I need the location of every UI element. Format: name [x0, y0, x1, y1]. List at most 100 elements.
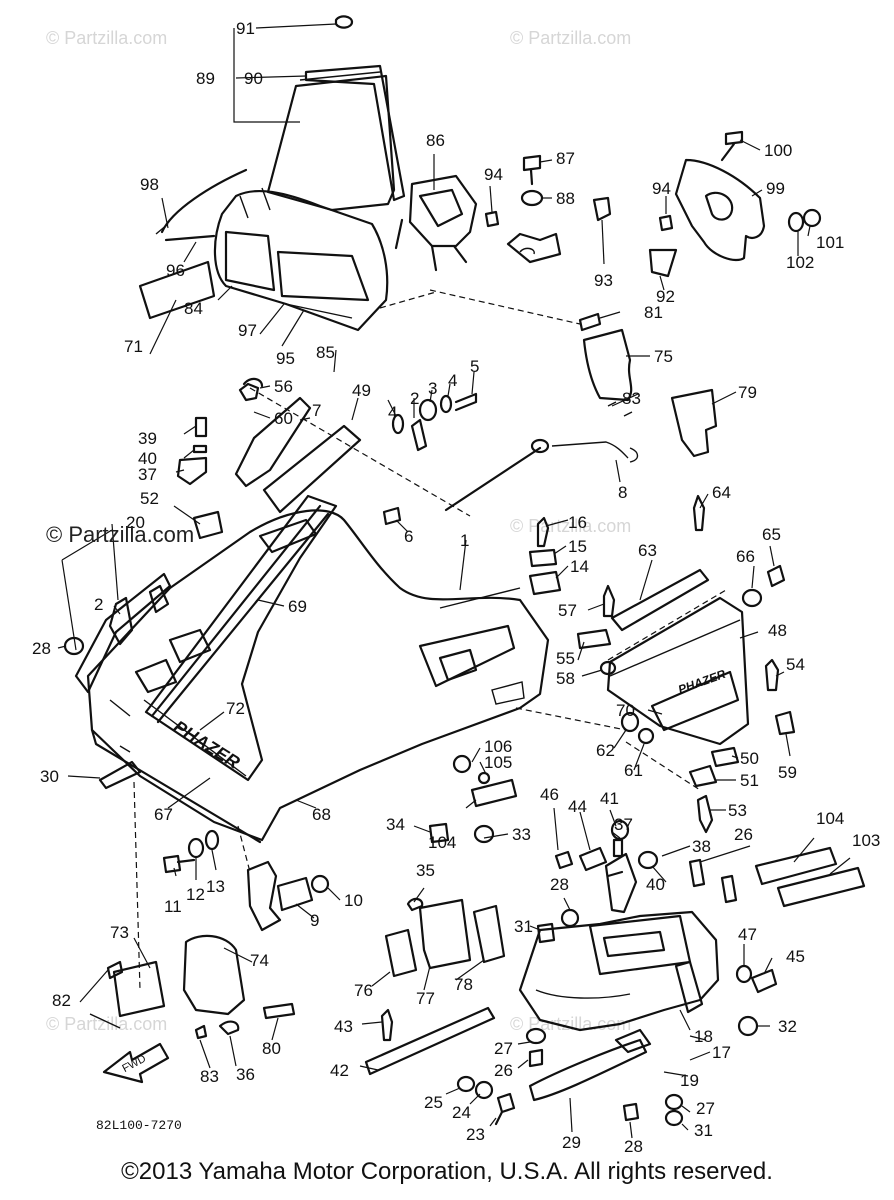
callout: 31: [514, 917, 533, 936]
bracket-9: [162, 829, 330, 932]
trim-96-98: [155, 168, 248, 242]
callout: 96: [166, 261, 185, 280]
callout: 26: [494, 1061, 513, 1080]
callout: 7: [312, 401, 321, 420]
callout: 57: [558, 601, 577, 620]
callout: 24: [452, 1103, 471, 1122]
callout: 35: [416, 861, 435, 880]
copyright-notice: ©2013 Yamaha Motor Corporation, U.S.A. A…: [121, 1158, 773, 1185]
diagram-code: 82L100-7270: [96, 1118, 182, 1133]
callout: 30: [40, 767, 59, 786]
callout: 78: [454, 975, 473, 994]
callout: 47: [738, 925, 757, 944]
callout: 62: [596, 741, 615, 760]
fwd-arrow: FWD: [102, 1042, 170, 1084]
cable-8: [444, 438, 639, 512]
windshield: [266, 15, 406, 212]
plates-103-104: [688, 846, 866, 1037]
callout: 42: [330, 1061, 349, 1080]
callout: 36: [236, 1065, 255, 1084]
callout: 46: [540, 785, 559, 804]
emblem-71: [138, 260, 216, 320]
callout: 6: [404, 527, 413, 546]
callout: 28: [32, 639, 51, 658]
callout: 91: [236, 19, 255, 38]
callout: 72: [226, 699, 245, 718]
callout: 88: [556, 189, 575, 208]
callout: 99: [766, 179, 785, 198]
callout: 27: [494, 1039, 513, 1058]
watermark: © Partzilla.com: [46, 28, 167, 48]
callout: 59: [778, 763, 797, 782]
side-trim-20: [61, 529, 172, 694]
callout: 2: [94, 595, 103, 614]
callout: 38: [692, 837, 711, 856]
callout: 101: [816, 233, 844, 252]
callout: 25: [424, 1093, 443, 1112]
callout: 52: [140, 489, 159, 508]
callout: 105: [484, 753, 512, 772]
side-logo: PHAZER: [676, 667, 727, 697]
callout: 60: [274, 409, 293, 428]
panels-76-78: [384, 897, 506, 978]
callout: 54: [786, 655, 805, 674]
callout-labels: 91 90 89 86 87 94 88 100 99 94 101 102 9…: [32, 19, 880, 1156]
callout: 81: [644, 303, 663, 322]
callout: 70: [616, 701, 635, 720]
bracket-37-46: [554, 819, 659, 914]
callout: 39: [138, 429, 157, 448]
callout: 14: [570, 557, 589, 576]
callout: 102: [786, 253, 814, 272]
callout: 17: [712, 1043, 731, 1062]
callout: 94: [484, 165, 503, 184]
callout: 2: [410, 389, 419, 408]
callout: 50: [740, 749, 759, 768]
callout: 92: [656, 287, 675, 306]
callout: 87: [556, 149, 575, 168]
main-hood: [86, 494, 550, 844]
callout: 66: [736, 547, 755, 566]
hinge-parts: [176, 377, 362, 540]
callout: 37: [138, 465, 157, 484]
callout: 98: [140, 175, 159, 194]
callout: 90: [244, 69, 263, 88]
callout: 28: [550, 875, 569, 894]
callout: 69: [288, 597, 307, 616]
callout: 95: [276, 349, 295, 368]
callout: 94: [652, 179, 671, 198]
callout: 10: [344, 891, 363, 910]
callout: 77: [416, 989, 435, 1008]
leader-lines: [57, 23, 851, 1139]
callout: 75: [654, 347, 673, 366]
overlay-watermark: © Partzilla.com: [46, 522, 195, 547]
callout: 29: [562, 1133, 581, 1152]
callout: 53: [728, 801, 747, 820]
bracket-86: [394, 174, 478, 272]
callout: 104: [428, 833, 456, 852]
panels-75-79-81: [578, 312, 718, 458]
clip-93: [484, 196, 674, 232]
callout: 82: [52, 991, 71, 1010]
callout: 103: [852, 831, 880, 850]
callout: 68: [312, 805, 331, 824]
callout: 56: [274, 377, 293, 396]
headlight-cowl: [213, 187, 389, 332]
strip-29: [364, 1006, 648, 1102]
callout: 106: [484, 737, 512, 756]
callout: 33: [512, 825, 531, 844]
callout: 16: [568, 513, 587, 532]
callout: 1: [460, 531, 469, 550]
bracket-99: [648, 130, 822, 278]
callout: 44: [568, 797, 587, 816]
callout: 40: [138, 449, 157, 468]
callout: 5: [470, 357, 479, 376]
callout: 71: [124, 337, 143, 356]
fasteners-14-16: [528, 516, 562, 596]
callout: 73: [110, 923, 129, 942]
callout: 13: [206, 877, 225, 896]
fasteners-50-62: [620, 710, 796, 834]
callout: 97: [238, 321, 257, 340]
latch-2-3-4-5: [382, 392, 478, 526]
callout: 83: [622, 389, 641, 408]
